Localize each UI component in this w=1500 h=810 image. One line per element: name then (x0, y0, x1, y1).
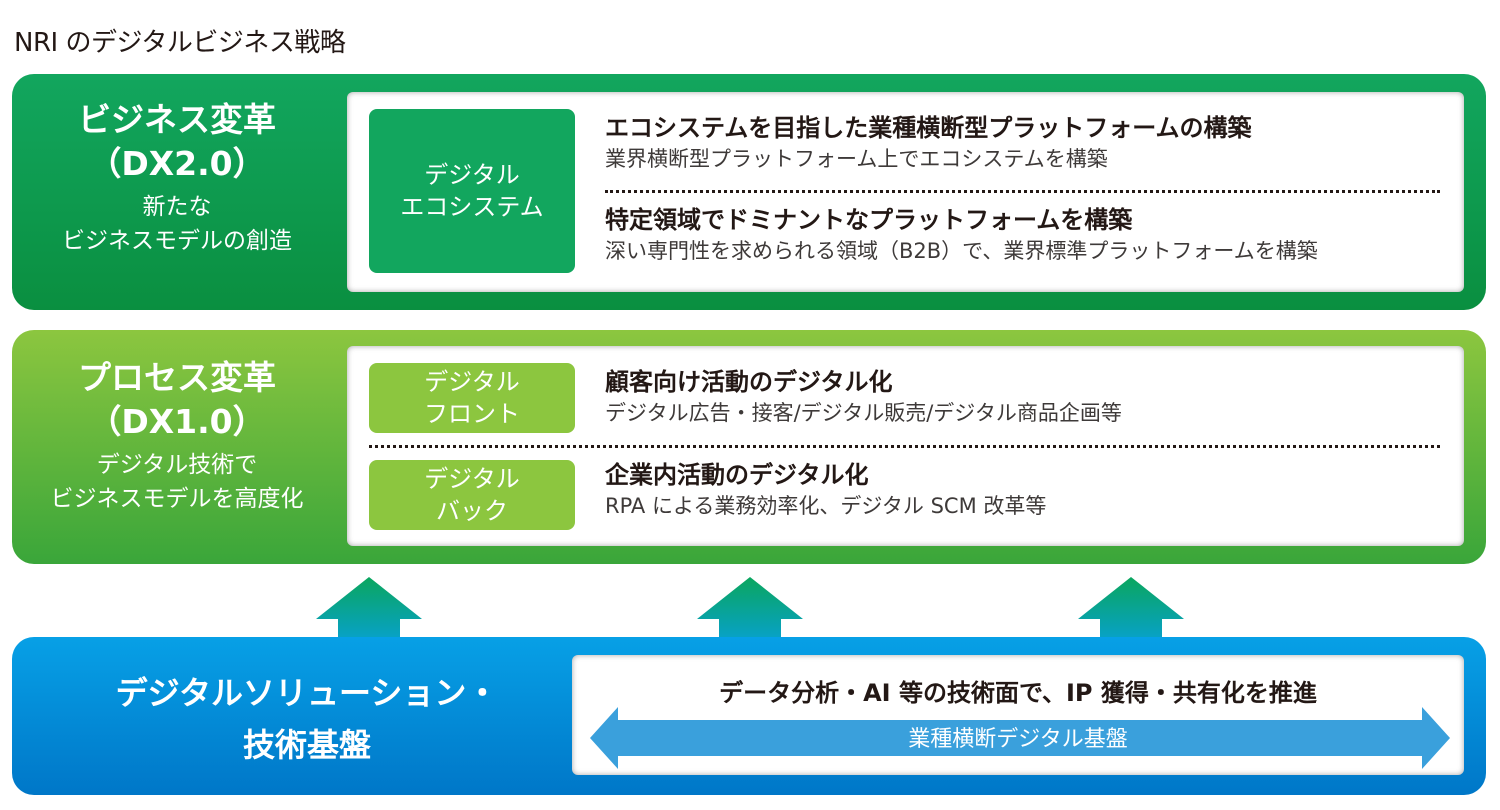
dotted-divider (369, 445, 1440, 448)
item-detail: 深い専門性を求められる領域（B2B）で、業界標準プラットフォームを構築 (605, 239, 1318, 263)
page-title: NRI のデジタルビジネス戦略 (14, 28, 346, 58)
process-label-sub-2: ビジネスモデルを高度化 (50, 486, 304, 512)
tag-line-1: デジタル (424, 368, 520, 396)
dotted-divider (605, 190, 1440, 193)
digital-back-tag: デジタルバック (369, 460, 575, 530)
foundation-statement: データ分析・AI 等の技術面で、IP 獲得・共有化を推進 (719, 679, 1317, 707)
process-label-sub-1: デジタル技術で (96, 452, 258, 478)
digital-front-tag: デジタルフロント (369, 363, 575, 433)
item-detail: デジタル広告・接客/デジタル販売/デジタル商品企画等 (605, 401, 1122, 425)
business-label-sub-1: 新たな (142, 194, 212, 220)
tag-line-2: エコシステム (400, 193, 544, 221)
digital-foundation-band: デジタルソリューション・ 技術基盤 データ分析・AI 等の技術面で、IP 獲得・… (12, 637, 1486, 795)
business-label: ビジネス変革 （DX2.0） 新たな ビジネスモデルの創造 (12, 98, 342, 258)
item-heading: エコシステムを目指した業種横断型プラットフォームの構築 (605, 114, 1252, 142)
foundation-label: デジタルソリューション・ 技術基盤 (72, 667, 542, 771)
tag-line-1: デジタル (424, 161, 520, 189)
process-label-dx: （DX1.0） (88, 402, 266, 441)
foundation-label-line-1: デジタルソリューション・ (115, 674, 499, 712)
tag-line-1: デジタル (424, 465, 520, 493)
foundation-panel: データ分析・AI 等の技術面で、IP 獲得・共有化を推進 業種横断デジタル基盤 (572, 655, 1464, 775)
item-detail: RPA による業務効率化、デジタル SCM 改革等 (605, 494, 1047, 518)
business-label-sub-2: ビジネスモデルの創造 (62, 228, 292, 254)
tag-line-2: フロント (424, 400, 520, 428)
item-heading: 顧客向け活動のデジタル化 (605, 368, 893, 396)
process-transformation-band: プロセス変革 （DX1.0） デジタル技術で ビジネスモデルを高度化 デジタルフ… (12, 330, 1486, 564)
item-heading: 特定領域でドミナントなプラットフォームを構築 (605, 206, 1133, 234)
process-label: プロセス変革 （DX1.0） デジタル技術で ビジネスモデルを高度化 (12, 356, 342, 516)
tag-line-2: バック (436, 497, 508, 525)
business-item-1: エコシステムを目指した業種横断型プラットフォームの構築 業界横断型プラットフォー… (605, 112, 1444, 174)
digital-ecosystem-tag: デジタルエコシステム (369, 109, 575, 273)
business-label-dx: （DX2.0） (88, 144, 266, 183)
process-label-main: プロセス変革 (78, 358, 276, 397)
business-item-2: 特定領域でドミナントなプラットフォームを構築 深い専門性を求められる領域（B2B… (605, 204, 1444, 266)
process-panel: デジタルフロント 顧客向け活動のデジタル化 デジタル広告・接客/デジタル販売/デ… (347, 346, 1464, 546)
double-arrow-icon (590, 707, 1450, 769)
foundation-label-line-2: 技術基盤 (242, 726, 371, 764)
business-transformation-band: ビジネス変革 （DX2.0） 新たな ビジネスモデルの創造 デジタルエコシステム… (12, 74, 1486, 310)
business-panel: デジタルエコシステム エコシステムを目指した業種横断型プラットフォームの構築 業… (347, 92, 1464, 292)
process-item-2: 企業内活動のデジタル化 RPA による業務効率化、デジタル SCM 改革等 (605, 459, 1444, 521)
cross-industry-platform-label: 業種横断デジタル基盤 (908, 727, 1128, 752)
item-heading: 企業内活動のデジタル化 (605, 461, 869, 489)
business-label-main: ビジネス変革 (78, 100, 276, 139)
item-detail: 業界横断型プラットフォーム上でエコシステムを構築 (605, 147, 1108, 171)
process-item-1: 顧客向け活動のデジタル化 デジタル広告・接客/デジタル販売/デジタル商品企画等 (605, 366, 1444, 428)
